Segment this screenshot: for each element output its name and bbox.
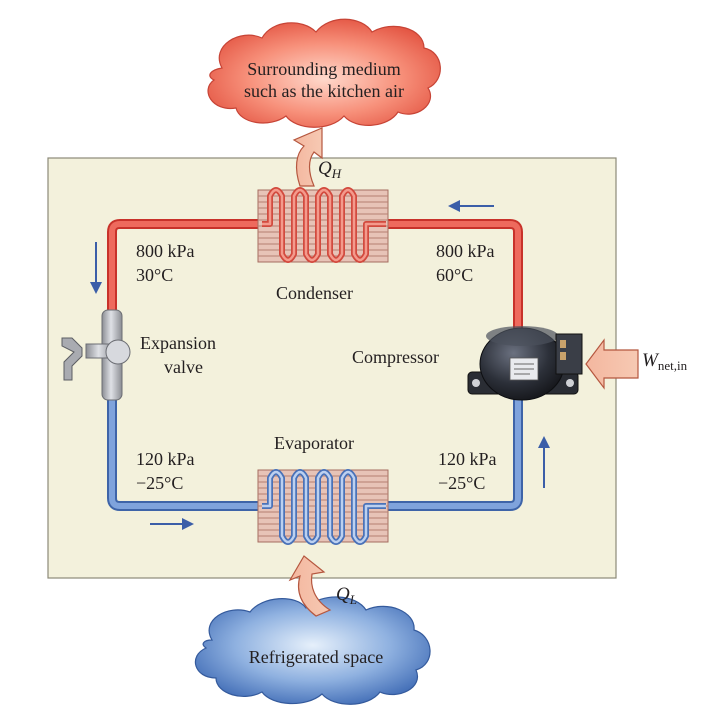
refrigerated-space-label: Refrigerated space [248,647,384,667]
work-input-arrow [585,338,639,390]
state-bottom-right-temperature: −25°C [438,473,486,493]
flow-arrow-right-bottom [150,518,194,530]
state-bottom-right-pressure: 120 kPa [438,449,497,469]
surrounding-medium-label-line2: such as the kitchen air [244,81,404,101]
flow-arrow-left-top [448,200,494,212]
surrounding-medium-cloud [207,18,441,128]
expansion-valve-label-line1: Expansion [140,333,216,353]
state-top-right-pressure: 800 kPa [436,241,495,261]
evaporator-label: Evaporator [274,433,354,453]
flow-arrow-up-right [538,436,550,488]
qh-heat-arrow [292,127,323,187]
ql-label: QL [336,584,357,607]
compressor [467,326,583,401]
w-net-in-label: Wnet,in [642,350,688,373]
condenser-coil [257,187,389,263]
state-bottom-left-pressure: 120 kPa [136,449,195,469]
surrounding-medium-label-line1: Surrounding medium [247,59,401,79]
expansion-valve [61,309,131,401]
qh-label: QH [318,158,342,181]
flow-arrow-down-left [90,242,102,294]
ql-heat-arrow [288,555,332,617]
state-bottom-left-temperature: −25°C [136,473,184,493]
state-top-left-temperature: 30°C [136,265,174,285]
state-top-right-temperature: 60°C [436,265,474,285]
expansion-valve-label-line2: valve [164,357,203,377]
condenser-label: Condenser [276,283,353,303]
evaporator-coil [257,469,389,545]
compressor-label: Compressor [352,347,439,367]
state-top-left-pressure: 800 kPa [136,241,195,261]
refrigerated-space-cloud [194,596,431,705]
